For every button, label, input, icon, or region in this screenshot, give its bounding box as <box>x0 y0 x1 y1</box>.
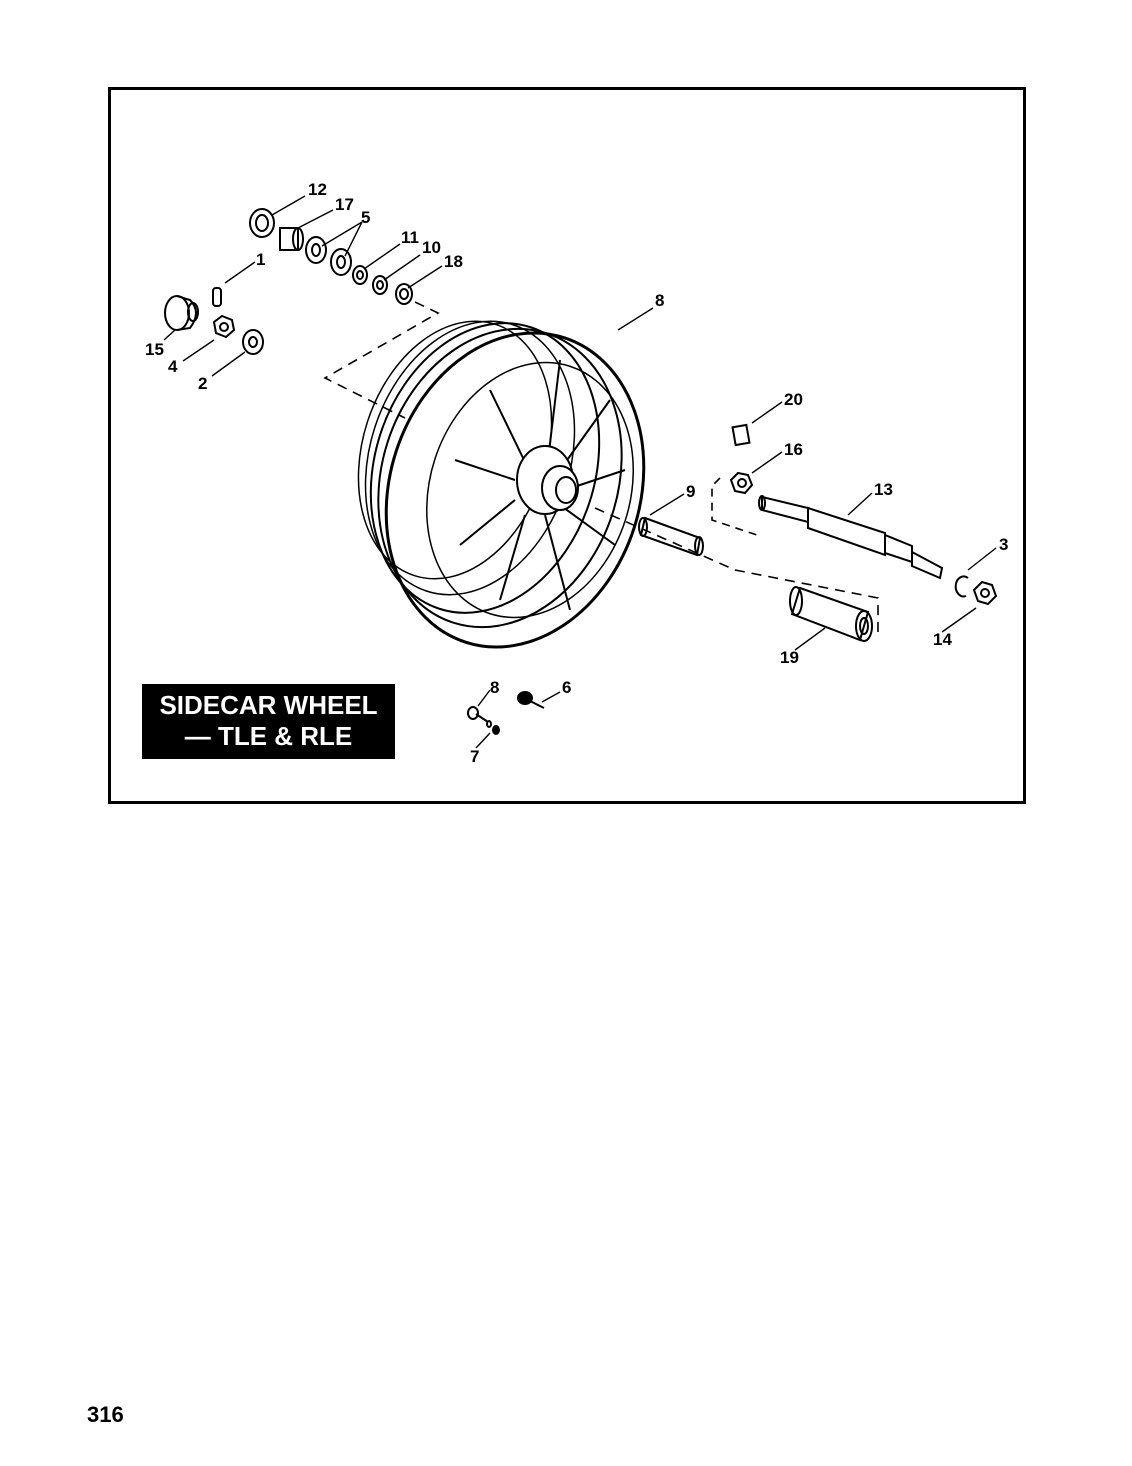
bearing-5b <box>330 248 352 276</box>
callout-19: 19 <box>780 648 799 667</box>
title-line-2: — TLE & RLE <box>184 721 353 751</box>
callout-20: 20 <box>784 390 803 409</box>
bearing-5a <box>305 236 327 264</box>
callout-18: 18 <box>444 252 463 271</box>
callout-2: 2 <box>198 374 207 393</box>
retaining-ring-3 <box>954 575 969 598</box>
callout-16: 16 <box>784 440 803 459</box>
callout-1: 1 <box>256 250 265 269</box>
washer-2 <box>242 329 264 355</box>
callout-12: 12 <box>308 180 327 199</box>
callout-8: 8 <box>655 291 664 310</box>
callout-9: 9 <box>686 482 695 501</box>
callout-6: 6 <box>562 678 571 697</box>
callout-15: 15 <box>145 340 164 359</box>
washer-18 <box>395 283 413 305</box>
nut-14 <box>972 580 998 606</box>
callout-14: 14 <box>933 630 952 649</box>
valve-6 <box>517 691 545 709</box>
spacer-9 <box>638 516 704 557</box>
page-number: 316 <box>87 1402 124 1427</box>
callout-3: 3 <box>999 535 1008 554</box>
diagram-frame <box>108 87 1026 804</box>
callout-10: 10 <box>422 238 441 257</box>
callout-7: 7 <box>470 747 479 766</box>
washer-10 <box>372 275 388 295</box>
valve-cap-7 <box>492 725 500 735</box>
valve-stem-8 <box>467 706 492 728</box>
callout-8-valve: 8 <box>490 678 499 697</box>
diagram-title-label: SIDECAR WHEEL — TLE & RLE <box>142 684 395 759</box>
axle-13 <box>758 495 944 580</box>
callout-17: 17 <box>335 195 354 214</box>
spacer-19 <box>789 586 873 642</box>
clip-20 <box>731 423 751 447</box>
callout-11: 11 <box>401 228 419 247</box>
spacer-17 <box>279 227 304 251</box>
nut-16 <box>729 471 754 495</box>
title-line-1: SIDECAR WHEEL <box>159 690 378 720</box>
wheel-part <box>357 320 646 649</box>
pin-1 <box>212 287 222 307</box>
washer-11 <box>352 265 368 285</box>
cap-15 <box>164 295 199 331</box>
callout-5: 5 <box>361 208 370 227</box>
callout-4: 4 <box>168 357 178 376</box>
callout-13: 13 <box>874 480 893 499</box>
bearing-cup-12 <box>249 208 275 238</box>
exploded-parts-diagram: 12 17 5 11 10 18 1 15 4 2 8 20 16 13 9 3… <box>145 180 1008 766</box>
nut-4 <box>212 314 236 339</box>
